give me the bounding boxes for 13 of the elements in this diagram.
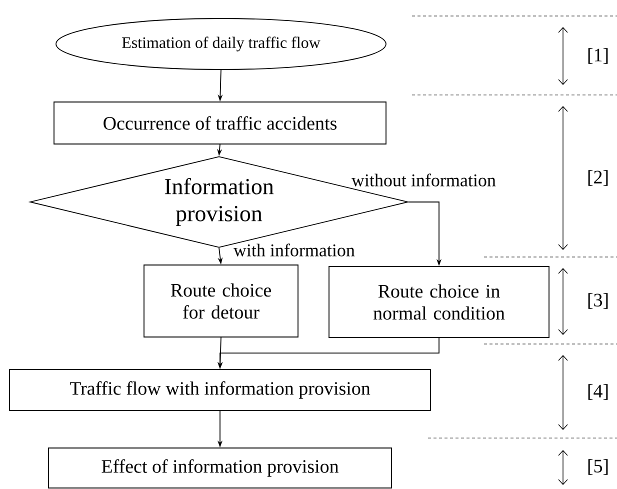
process-box: Route choice in normal condition <box>328 266 550 338</box>
process-box: Effect of information provision <box>48 448 392 488</box>
start-oval: Estimation of daily traffic flow <box>56 18 386 70</box>
stage-label: [5] <box>588 459 608 475</box>
stage-label: [1] <box>588 48 608 64</box>
process-box: Occurrence of traffic accidents <box>54 102 386 144</box>
edge-label: without information <box>351 174 496 186</box>
stage-label: [2] <box>588 170 608 186</box>
edge-label: with information <box>233 244 355 256</box>
process-box: Traffic flow with information provision <box>9 369 431 411</box>
stage-label: [3] <box>588 293 608 309</box>
stage-label: [4] <box>588 384 608 400</box>
process-box: Route choice for detour <box>144 264 298 338</box>
